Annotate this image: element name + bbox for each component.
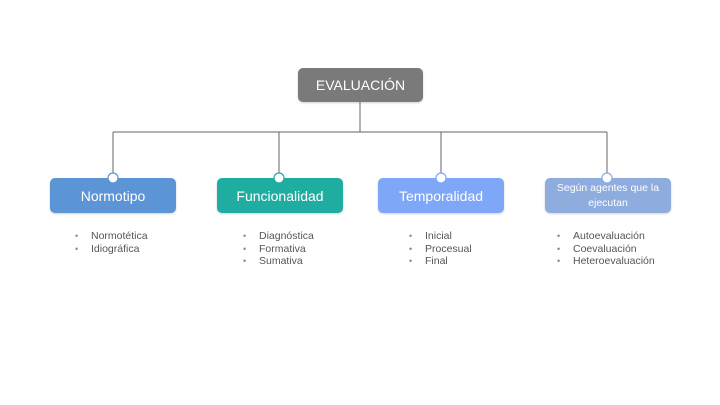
list-item: Inicial	[409, 230, 472, 243]
category-node-temporalidad: Temporalidad	[378, 178, 504, 213]
list-item: Diagnóstica	[243, 230, 314, 243]
list-item: Heteroevaluación	[557, 255, 655, 268]
list-item: Procesual	[409, 243, 472, 256]
list-item: Formativa	[243, 243, 314, 256]
category-node-funcionalidad: Funcionalidad	[217, 178, 343, 213]
category-node-agentes: Según agentes que la ejecutan	[545, 178, 671, 213]
root-node-evaluacion: EVALUACIÓN	[298, 68, 423, 102]
list-funcionalidad: Diagnóstica Formativa Sumativa	[243, 230, 314, 268]
list-item: Final	[409, 255, 472, 268]
list-item: Idiográfica	[75, 243, 148, 256]
list-item: Normotética	[75, 230, 148, 243]
category-node-normotipo: Normotipo	[50, 178, 176, 213]
list-normotipo: Normotética Idiográfica	[75, 230, 148, 255]
connector-dot-agentes	[601, 172, 613, 184]
list-item: Sumativa	[243, 255, 314, 268]
list-agentes: Autoevaluación Coevaluación Heteroevalua…	[557, 230, 655, 268]
list-item: Autoevaluación	[557, 230, 655, 243]
connector-dot-funcionalidad	[273, 172, 285, 184]
connector-dot-temporalidad	[435, 172, 447, 184]
connector-dot-normotipo	[107, 172, 119, 184]
list-item: Coevaluación	[557, 243, 655, 256]
list-temporalidad: Inicial Procesual Final	[409, 230, 472, 268]
